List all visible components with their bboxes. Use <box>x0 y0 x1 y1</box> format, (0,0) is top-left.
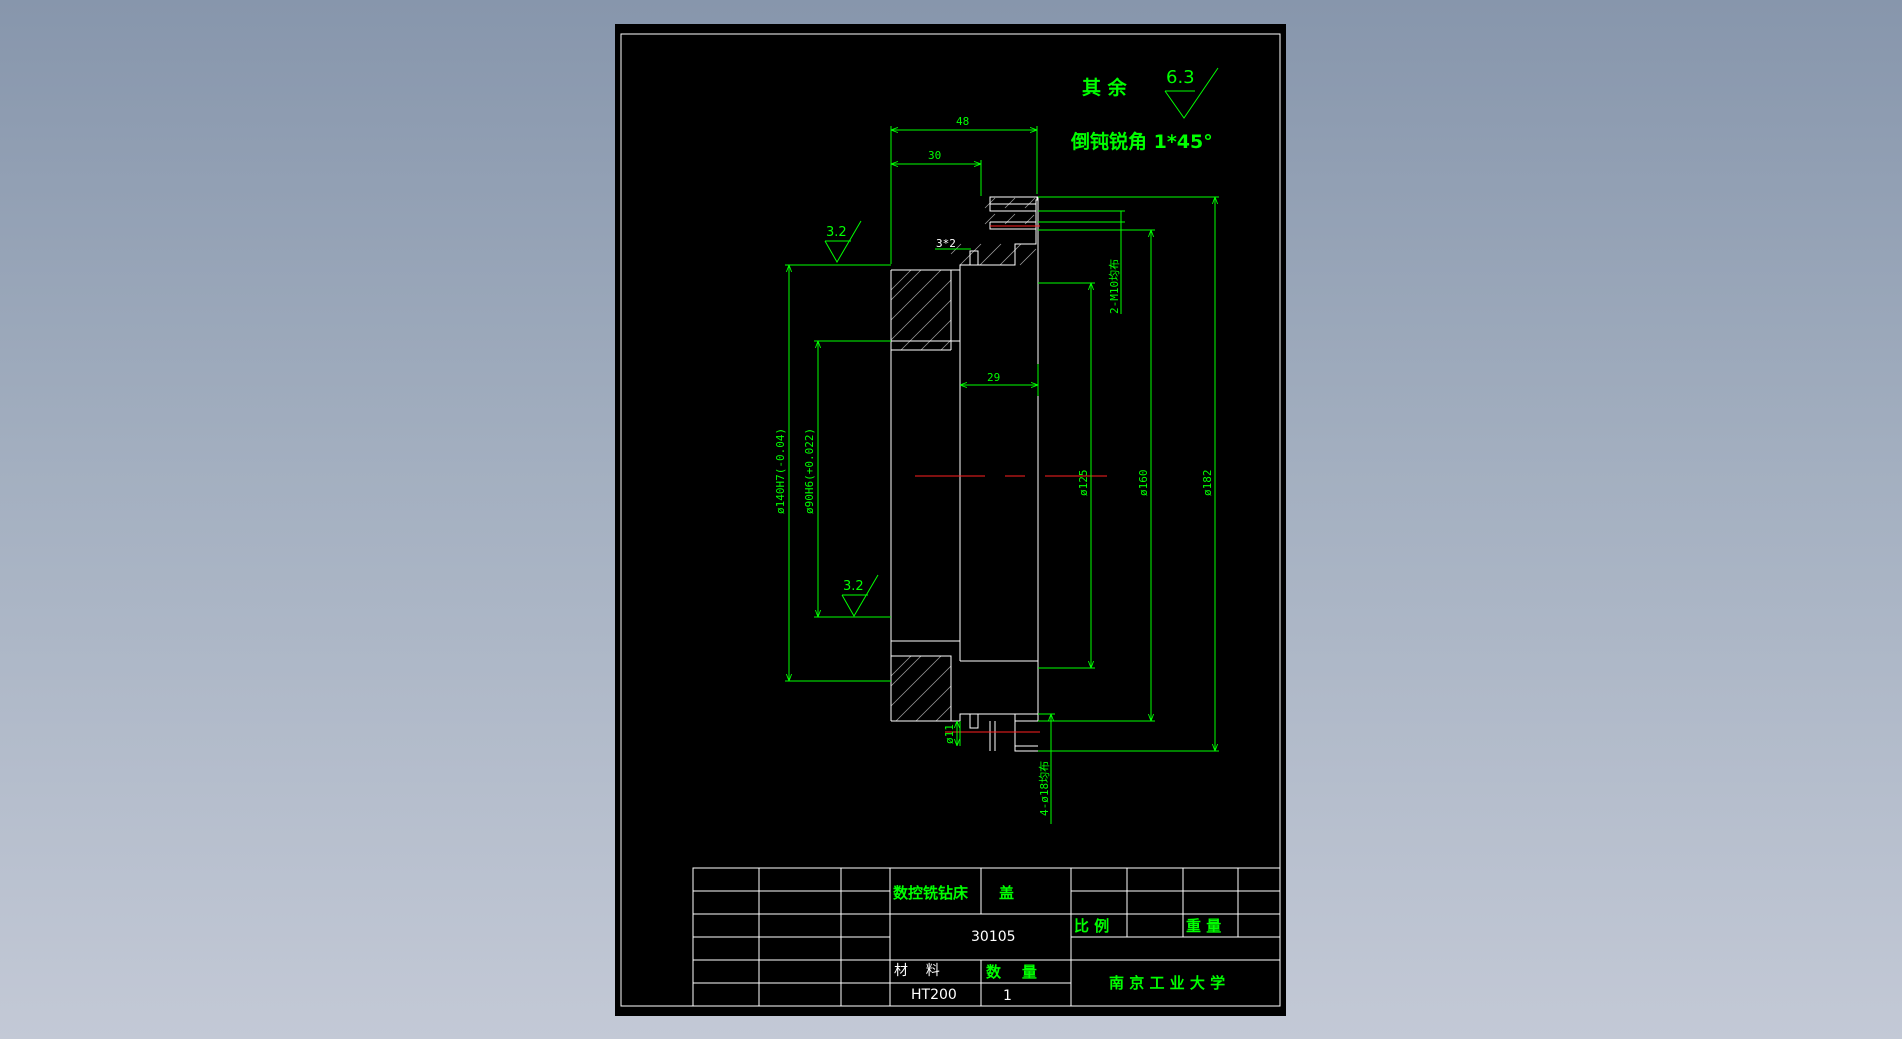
hatch-upper <box>890 197 1037 351</box>
sheet-border <box>620 33 1281 1007</box>
chamfer-note: 倒钝锐角 1*45° <box>1070 130 1213 153</box>
tb-scale-label: 比 例 <box>1074 917 1109 935</box>
dim-phi160: ø160 <box>1137 470 1150 497</box>
part-outline <box>890 196 1039 752</box>
tb-material-label: 材 料 <box>894 963 940 979</box>
dimension-lines <box>785 126 1219 824</box>
remaining-label: 其 余 <box>1082 76 1128 99</box>
tb-quantity-label: 数 量 <box>986 963 1037 981</box>
roughness-symbol-remaining: 6.3 <box>1164 67 1219 119</box>
title-block <box>692 867 1281 1007</box>
dim-29: 29 <box>987 371 1000 384</box>
drawing-sheet: 其 余 6.3 倒钝锐角 1*45° <box>615 24 1286 1016</box>
dim-phi125: ø125 <box>1077 470 1090 497</box>
svg-text:3.2: 3.2 <box>843 579 864 594</box>
tb-material: HT200 <box>911 987 957 1003</box>
dim-groove: 3*2 <box>936 237 956 250</box>
groove-outline <box>969 250 979 729</box>
dim-phi90: ø90H6(+0.022) <box>803 428 816 514</box>
part-section <box>890 196 1107 752</box>
dim-phi11: ø11 <box>943 724 956 744</box>
dim-48: 48 <box>956 115 969 128</box>
roughness-remaining-value: 6.3 <box>1166 67 1195 88</box>
tb-school: 南 京 工 业 大 学 <box>1109 974 1225 992</box>
tb-machine: 数控铣钻床 <box>893 884 969 902</box>
svg-text:3.2: 3.2 <box>826 225 847 240</box>
roughness-symbol-bore: 3.2 <box>841 574 879 617</box>
dim-holes-18: 4-ø18均布 <box>1038 761 1051 816</box>
cad-drawing: 其 余 6.3 倒钝锐角 1*45° <box>620 33 1281 1007</box>
tb-part-name: 盖 <box>999 884 1014 902</box>
tb-quantity: 1 <box>1003 988 1012 1004</box>
roughness-symbol-outer: 3.2 <box>824 220 862 263</box>
counterbore-lines <box>989 721 996 751</box>
dim-thread-holes: 2-M10均布 <box>1108 259 1121 314</box>
dim-phi140: ø140H7(-0.04) <box>774 428 787 514</box>
hatch-lower <box>890 655 952 722</box>
tb-weight-label: 重 量 <box>1186 917 1221 935</box>
dim-30: 30 <box>928 149 941 162</box>
tb-drawing-no: 30105 <box>971 929 1016 945</box>
dim-phi182: ø182 <box>1201 470 1214 497</box>
